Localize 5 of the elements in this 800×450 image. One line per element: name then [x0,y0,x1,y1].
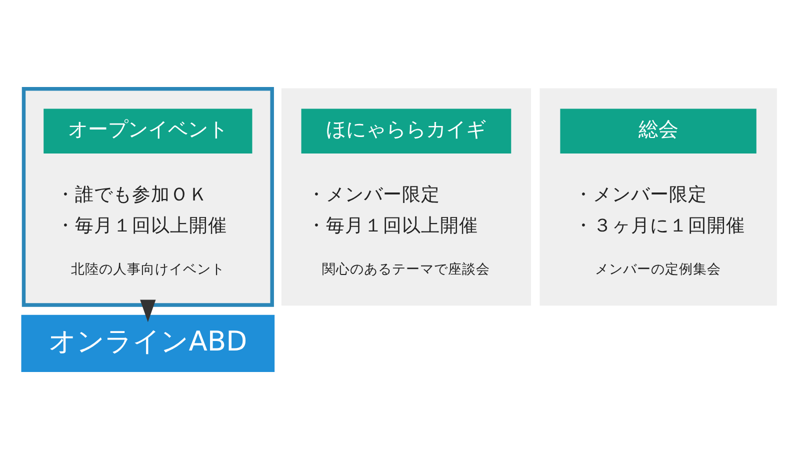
arrow [140,299,156,322]
node-box: オンラインABD [21,314,275,372]
node-box: オープンイベント [44,108,252,153]
node-box: 総会 [560,108,756,153]
node-box: ほにゃららカイギ [301,108,512,153]
